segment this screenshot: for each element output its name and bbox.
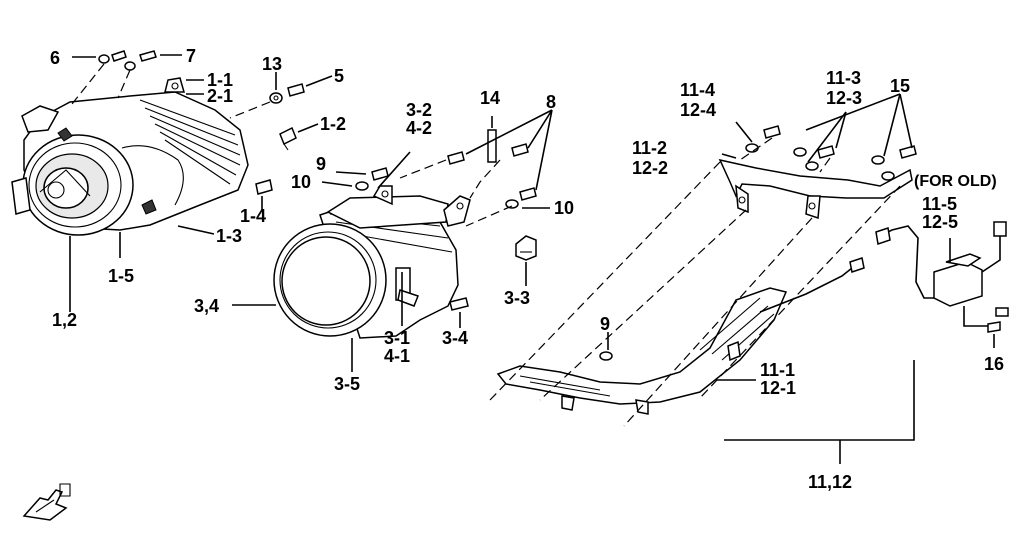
- label-14: 14: [480, 88, 500, 108]
- hardware-1-2: [279, 123, 319, 151]
- label-11-3: 11-3: [826, 68, 861, 88]
- label-1-2: 1-2: [320, 114, 346, 134]
- label-11-4: 11-4: [680, 80, 715, 100]
- label-12-1: 12-1: [760, 378, 796, 398]
- label-4-2: 4-2: [406, 118, 432, 138]
- hardware-1-4: [255, 179, 273, 210]
- label-12-2: 12-2: [632, 158, 668, 178]
- label-9-right: 9: [600, 314, 610, 334]
- label-12-5: 12-5: [922, 212, 958, 232]
- label-11-1: 11-1: [760, 360, 795, 380]
- leader-lines-center: [232, 151, 411, 372]
- label-1-4: 1-4: [240, 206, 266, 226]
- front-direction-arrow-icon: [22, 483, 71, 521]
- hardware-9-right: [599, 332, 613, 361]
- lower-bracket-11-1: [496, 257, 865, 415]
- label-11-5: 11-5: [922, 194, 957, 214]
- label-12-4: 12-4: [680, 100, 716, 120]
- label-1-5: 1-5: [108, 266, 134, 286]
- label-3-3: 3-3: [504, 288, 530, 308]
- hardware-3-3: [515, 235, 537, 286]
- callout-labels: 6 7 13 5 1-1 2-1 1-2 9 10 1-4 1-3 1-5 1,…: [50, 46, 1004, 492]
- label-3-4: 3-4: [442, 328, 468, 348]
- label-9-left: 9: [316, 154, 326, 174]
- hardware-11-3-15: [735, 93, 917, 181]
- label-2-1: 2-1: [207, 86, 233, 106]
- label-6: 6: [50, 48, 60, 68]
- headlight-center-assembly: [273, 185, 471, 339]
- label-10-left: 10: [291, 172, 311, 192]
- label-8: 8: [546, 92, 556, 112]
- label-4-1: 4-1: [384, 346, 410, 366]
- dashed-guides-right: [489, 161, 901, 427]
- label-15: 15: [890, 76, 910, 96]
- leader-lines-left: [69, 79, 215, 312]
- headlight-left-assembly: [11, 77, 249, 236]
- leader-lines-right: [716, 153, 915, 464]
- hardware-3-4: [449, 297, 469, 328]
- label-12-3: 12-3: [826, 88, 862, 108]
- label-1-1: 1-1: [207, 70, 233, 90]
- label-13: 13: [262, 54, 282, 74]
- label-7: 7: [186, 46, 196, 66]
- hardware-14-8: [399, 109, 553, 227]
- label-3-2: 3-2: [406, 100, 432, 120]
- hardware-13-5: [229, 72, 333, 119]
- label-3-4-assembly: 3,4: [194, 296, 219, 316]
- label-for-old: (FOR OLD): [914, 173, 997, 190]
- label-5: 5: [334, 66, 344, 86]
- hardware-9-10-left: [321, 167, 389, 191]
- upper-bracket-11-2: [718, 158, 913, 220]
- module-11-5: [875, 221, 1009, 348]
- label-1-3: 1-3: [216, 226, 242, 246]
- label-3-5: 3-5: [334, 374, 360, 394]
- hardware-6-7: [71, 50, 182, 105]
- label-3-1: 3-1: [384, 328, 410, 348]
- label-10-center: 10: [554, 198, 574, 218]
- label-11-12-assembly: 11,12: [808, 472, 852, 492]
- label-16: 16: [984, 354, 1004, 374]
- label-11-2: 11-2: [632, 138, 667, 158]
- label-1-2-assembly: 1,2: [52, 310, 77, 330]
